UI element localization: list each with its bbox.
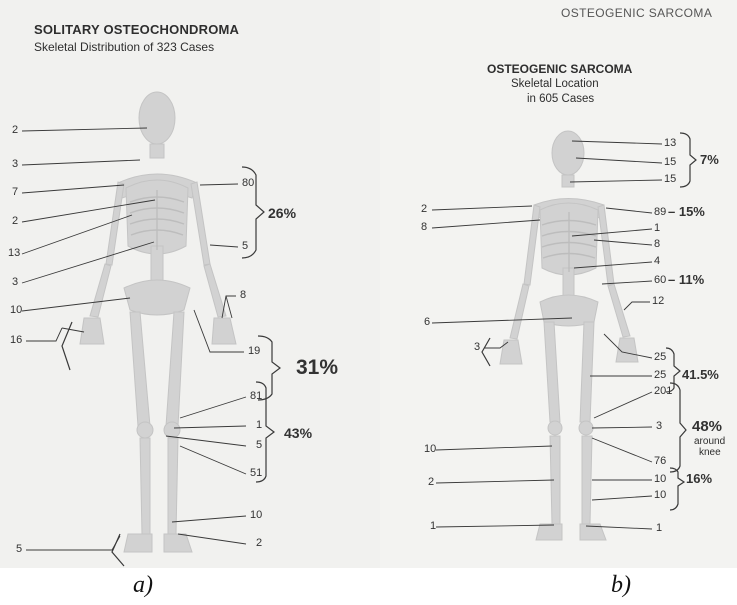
count-label: 8 (240, 289, 246, 301)
count-label: 51 (250, 467, 262, 479)
group-percent: 43% (284, 425, 312, 441)
count-label: 5 (242, 240, 248, 252)
count-label: 6 (424, 316, 430, 328)
count-label: 5 (256, 439, 262, 451)
group-note: around (694, 436, 725, 447)
group-percent: 41.5% (682, 367, 719, 382)
count-label: 2 (421, 203, 427, 215)
count-label: 80 (242, 177, 254, 189)
count-label: 201 (654, 385, 672, 397)
count-label: 25 (654, 351, 666, 363)
group-percent: 26% (268, 205, 296, 221)
count-label: 19 (248, 345, 260, 357)
group-percent: – 15% (668, 204, 705, 219)
count-label: 10 (10, 304, 22, 316)
group-percent: 7% (700, 152, 719, 167)
panel-a-title: SOLITARY OSTEOCHONDROMA (34, 22, 239, 37)
count-label: 76 (654, 455, 666, 467)
count-label: 10 (250, 509, 262, 521)
caption-b: b) (611, 572, 631, 599)
count-label: 2 (256, 537, 262, 549)
count-label: 1 (430, 520, 436, 532)
skeleton-b (500, 131, 638, 540)
panel-b-title: OSTEOGENIC SARCOMA (487, 62, 632, 76)
count-label: 81 (250, 390, 262, 402)
count-label: 60 (654, 274, 666, 286)
count-label: 10 (424, 443, 436, 455)
count-label: 1 (654, 222, 660, 234)
count-label: 89 (654, 206, 666, 218)
count-label: 1 (656, 522, 662, 534)
count-label: 25 (654, 369, 666, 381)
group-percent: 31% (296, 356, 338, 380)
group-percent: 16% (686, 471, 712, 486)
panel-b-header: OSTEOGENIC SARCOMA (561, 6, 712, 20)
count-label: 13 (8, 247, 20, 259)
count-label: 5 (16, 543, 22, 555)
count-label: 7 (12, 186, 18, 198)
panel-b-subtitle-line-1: Skeletal Location (511, 78, 599, 90)
group-percent: 48% (692, 418, 722, 435)
count-label: 2 (12, 215, 18, 227)
count-label: 2 (428, 476, 434, 488)
count-label: 15 (664, 156, 676, 168)
count-label: 15 (664, 173, 676, 185)
count-label: 10 (654, 473, 666, 485)
count-label: 4 (654, 255, 660, 267)
count-label: 1 (256, 419, 262, 431)
panel-a-subtitle: Skeletal Distribution of 323 Cases (34, 40, 214, 54)
skeleton-a (80, 92, 236, 552)
count-label: 2 (12, 124, 18, 136)
group-note: knee (699, 447, 721, 458)
count-label: 3 (474, 341, 480, 353)
count-label: 3 (656, 420, 662, 432)
count-label: 3 (12, 158, 18, 170)
caption-a: a) (133, 572, 153, 599)
count-label: 3 (12, 276, 18, 288)
count-label: 8 (421, 221, 427, 233)
count-label: 10 (654, 489, 666, 501)
count-label: 8 (654, 238, 660, 250)
panel-b-subtitle-line-2: in 605 Cases (527, 93, 594, 105)
count-label: 16 (10, 334, 22, 346)
count-label: 12 (652, 295, 664, 307)
count-label: 13 (664, 137, 676, 149)
group-percent: – 11% (668, 272, 704, 287)
